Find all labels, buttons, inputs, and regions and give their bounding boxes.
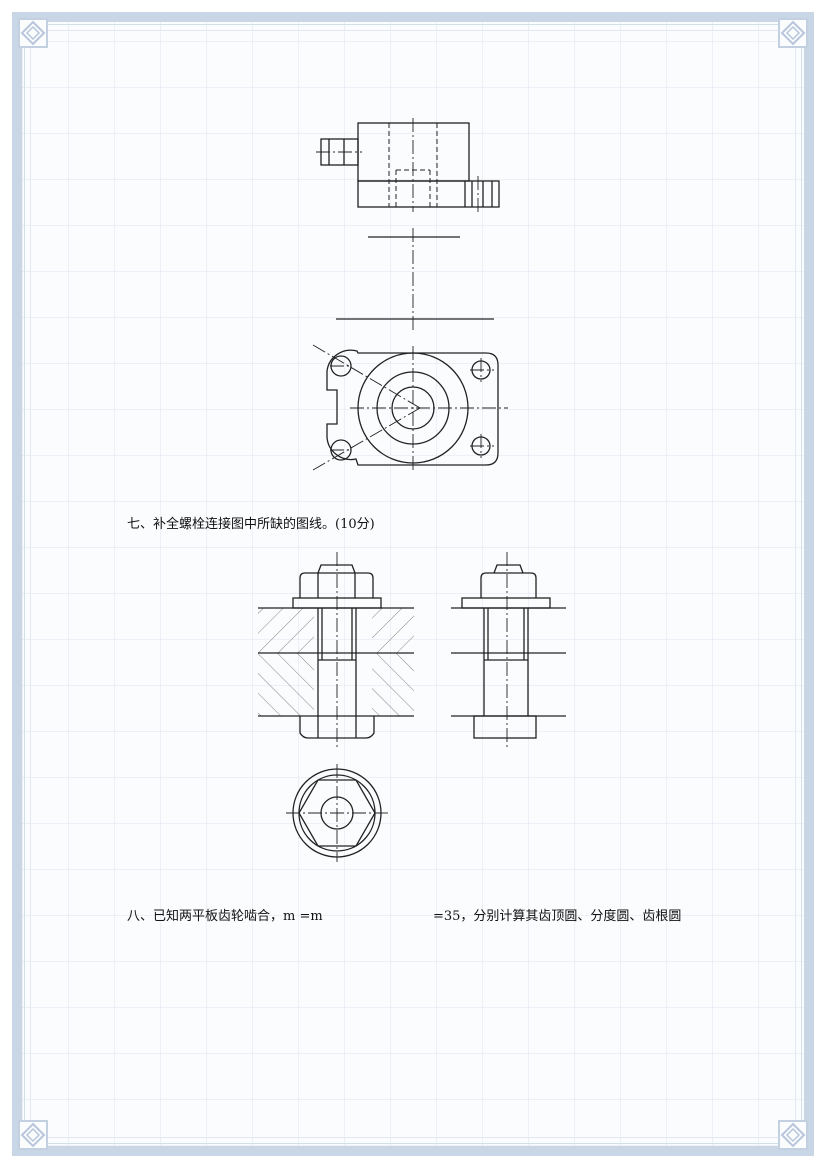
page-frame-inner-2 [30, 30, 796, 1138]
bolt-connection-drawing [258, 552, 566, 862]
bolt-front-section-view [258, 552, 414, 748]
page-frame-inner [24, 24, 802, 1144]
corner-ornament-top-right [778, 18, 808, 48]
bolt-top-view [286, 764, 390, 862]
bolt-side-view [451, 552, 566, 748]
corner-ornament-bottom-right [778, 1120, 808, 1150]
part-three-view-drawing [312, 118, 508, 471]
question-8-text-part-1: 八、已知两平板齿轮啮合，m =m [127, 909, 323, 924]
corner-ornament-top-left [18, 18, 48, 48]
part-top-view [312, 344, 508, 471]
part-front-view [316, 118, 500, 212]
part-side-view [336, 228, 494, 330]
question-8-text-part-2: =35，分别计算其齿顶圆、分度圆、齿根圆 [433, 909, 682, 924]
corner-ornament-bottom-left [18, 1120, 48, 1150]
question-7-text: 七、补全螺栓连接图中所缺的图线。(10分) [127, 517, 375, 532]
